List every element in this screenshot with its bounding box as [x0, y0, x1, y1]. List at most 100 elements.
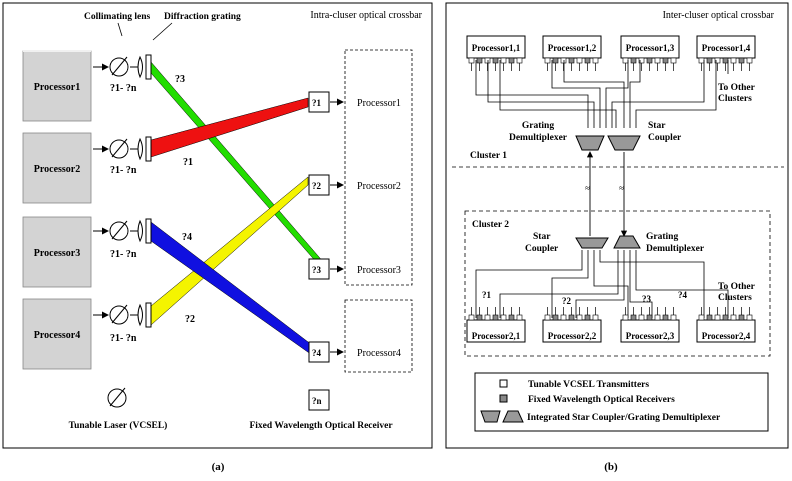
left-processor-2: Processor2: [22, 132, 92, 204]
receiver-1: ?1: [308, 91, 344, 113]
c2-lambda-2: ?2: [562, 296, 572, 306]
port-receiver: [646, 57, 653, 64]
cluster2-devices: [575, 235, 641, 249]
port-receiver: [630, 314, 637, 321]
legend-b-frame: [474, 372, 769, 432]
beam-label-green: ?3: [175, 74, 185, 85]
port-receiver: [646, 314, 653, 321]
beam-label-yellow: ?2: [185, 314, 195, 325]
cluster1-label: Cluster 1: [470, 151, 507, 161]
port-receiver: [508, 57, 515, 64]
beam-label-blue: ?4: [182, 232, 192, 243]
port-receiver: [584, 314, 591, 321]
c2-star-coupler-icon: [575, 237, 609, 249]
c2-lambda-4: ?4: [678, 290, 688, 300]
tune-range-3: ?1- ?n: [110, 249, 137, 260]
c2-to-other-1: To Other: [718, 282, 756, 292]
legend-demux-text: Integrated Star Coupler/Grating Demultip…: [527, 413, 721, 423]
legend-demux-icon-1: [480, 410, 501, 423]
port-transmitter: [670, 57, 677, 64]
c2-processor-3-label: Processor2,3: [626, 331, 675, 341]
port-transmitter: [638, 314, 645, 321]
cluster1-devices: [575, 135, 641, 151]
grating-3-icon: [145, 218, 152, 244]
port-transmitter: [698, 314, 705, 321]
panel-a-frame: [2, 2, 433, 449]
panel-b-title: Inter-cluser optical crossbar: [663, 10, 775, 21]
port-receiver: [738, 57, 745, 64]
left-processor-4-label: Processor4: [34, 330, 80, 341]
c2-lambda-3: ?3: [642, 294, 652, 304]
c1-star-coupler-label-1: Star: [648, 121, 666, 131]
c1-processor-1-label: Processor1,1: [472, 43, 521, 53]
port-transmitter: [670, 314, 677, 321]
c2-star-coupler-label-1: Star: [533, 232, 551, 242]
port-receiver: [492, 57, 499, 64]
c1-star-coupler-label-2: Coupler: [648, 133, 682, 143]
port-receiver: [662, 314, 669, 321]
panel-a-label: (a): [212, 461, 225, 473]
legend-receiver: ?n Fixed Wavelength Optical Receiver: [249, 389, 393, 431]
cluster2-wavelength-labels: ?1 ?2 ?3 ?4: [482, 290, 688, 306]
panel-a: Intra-cluser optical crossbar Collimatin…: [2, 2, 433, 449]
port-transmitter: [468, 314, 475, 321]
c2-grating-demux-label-2: Demultiplexer: [646, 244, 705, 254]
red-beam: [150, 97, 309, 158]
port-receiver: [476, 314, 483, 321]
left-processor-1-label: Processor1: [34, 82, 80, 93]
panel-b-label: (b): [604, 461, 618, 473]
receiver-1-label: ?1: [312, 98, 322, 108]
port-receiver: [552, 314, 559, 321]
grating-pointer: [152, 22, 173, 41]
port-transmitter: [730, 314, 737, 321]
port-receiver: [706, 314, 713, 321]
lens-pointer: [117, 22, 123, 37]
tune-range-1: ?1- ?n: [110, 83, 137, 94]
port-transmitter: [730, 57, 737, 64]
c2-to-other-2: Clusters: [718, 293, 752, 303]
cluster2-processors: Processor2,1 Processor2,2 Processor2,3 P…: [466, 319, 756, 343]
port-receiver: [476, 57, 483, 64]
cluster2-frame: [464, 210, 771, 357]
right-processor-1-label: Processor1: [357, 98, 401, 109]
grating-1-icon: [145, 54, 152, 80]
cluster1-ports: [468, 57, 753, 71]
grating-4-icon: [145, 302, 152, 328]
c1-grating-demux-label-1: Grating: [522, 121, 554, 131]
lens-3-icon: [137, 219, 143, 243]
port-transmitter: [698, 57, 705, 64]
right-processor-4-label: Processor4: [357, 348, 401, 359]
legend-receiver-b-icon: [499, 394, 508, 403]
cluster1-wiring: [475, 60, 717, 128]
receiver-3-label: ?3: [312, 265, 322, 275]
lens-2-icon: [137, 137, 143, 161]
receiver-3: ?3: [308, 258, 344, 280]
port-transmitter: [516, 57, 523, 64]
laser-row-2: ?1- ?n: [93, 136, 152, 176]
right-processor-2-label: Processor2: [357, 181, 401, 192]
port-transmitter: [500, 314, 507, 321]
svg-text:≈: ≈: [619, 183, 624, 193]
port-transmitter: [516, 314, 523, 321]
port-receiver: [722, 314, 729, 321]
panel-a-title: Intra-cluser optical crossbar: [310, 10, 422, 21]
right-processor-4: [344, 299, 413, 373]
port-transmitter: [592, 314, 599, 321]
port-transmitter: [544, 57, 551, 64]
legend-vcsel-text: Tunable VCSEL Transmitters: [528, 380, 649, 390]
port-transmitter: [544, 314, 551, 321]
c2-processor-2-label: Processor2,2: [548, 331, 597, 341]
left-processor-3-label: Processor3: [34, 248, 80, 259]
c1-to-other-2: Clusters: [718, 94, 752, 104]
c1-processor-4-label: Processor1,4: [702, 43, 751, 53]
port-receiver: [662, 57, 669, 64]
port-receiver: [738, 314, 745, 321]
left-processor-2-label: Processor2: [34, 164, 80, 175]
cluster2-ports: [468, 307, 753, 321]
port-transmitter: [576, 57, 583, 64]
port-receiver: [568, 314, 575, 321]
port-transmitter: [746, 314, 753, 321]
panel-b-frame: [445, 2, 789, 449]
port-receiver: [706, 57, 713, 64]
lens-1-icon: [137, 55, 143, 79]
